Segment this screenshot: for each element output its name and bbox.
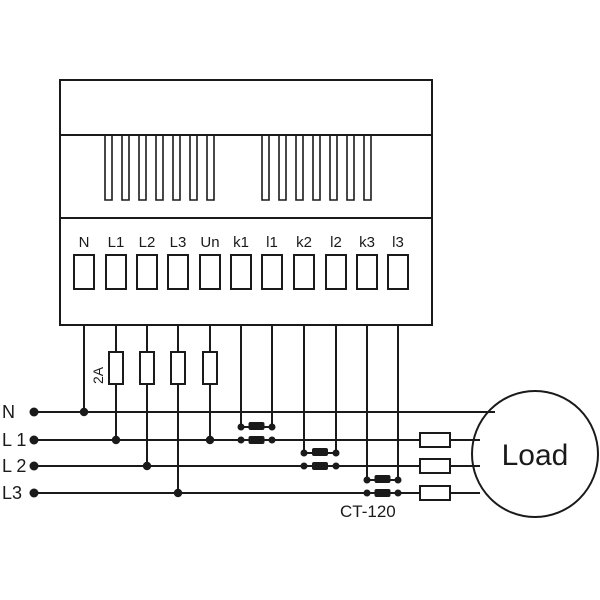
terminal-label-5: k1 bbox=[233, 234, 249, 251]
terminal-label-6: l1 bbox=[266, 234, 278, 251]
voltage-fuse-0 bbox=[108, 351, 124, 385]
ct-primary-dot-a-2 bbox=[363, 489, 371, 497]
vent-slot-1-6 bbox=[363, 136, 372, 201]
terminal-block-9 bbox=[356, 254, 378, 290]
ct-core-top-1 bbox=[312, 448, 328, 456]
terminal-label-1: L1 bbox=[108, 234, 125, 251]
ct-model-label: CT-120 bbox=[340, 502, 396, 521]
voltage-fuse-2 bbox=[170, 351, 186, 385]
terminal-block-5 bbox=[230, 254, 252, 290]
terminal-label-3: L3 bbox=[170, 234, 187, 251]
ct-core-top-0 bbox=[248, 422, 265, 430]
ct-core-bottom-2 bbox=[374, 489, 391, 497]
junction-dot-0 bbox=[79, 407, 89, 417]
ct-primary-dot-a-1 bbox=[300, 462, 308, 470]
voltage-fuse-3 bbox=[202, 351, 218, 385]
supply-terminal-dot-1 bbox=[29, 435, 39, 445]
terminal-block-1 bbox=[105, 254, 127, 290]
junction-dot-4 bbox=[205, 435, 215, 445]
meter-body bbox=[59, 79, 433, 326]
vent-slot-1-1 bbox=[278, 136, 287, 201]
line-labels: N L 1 L 2 L3 bbox=[2, 402, 26, 503]
vent-slot-1-5 bbox=[346, 136, 355, 201]
line-label-2: L 2 bbox=[2, 456, 26, 476]
vent-slot-1-2 bbox=[295, 136, 304, 201]
junction-dot-1 bbox=[111, 435, 121, 445]
vent-slot-1-4 bbox=[329, 136, 338, 201]
terminal-label-8: l2 bbox=[330, 234, 342, 251]
ct-core-bottom-1 bbox=[312, 462, 328, 470]
ct-primary-dot-b-1 bbox=[332, 462, 340, 470]
vent-slot-0-2 bbox=[138, 136, 147, 201]
vent-slot-1-3 bbox=[312, 136, 321, 201]
terminal-label-9: k3 bbox=[359, 234, 375, 251]
ct-core-bottom-0 bbox=[248, 436, 265, 444]
supply-terminal-dot-2 bbox=[29, 461, 39, 471]
ct-primary-dot-b-2 bbox=[394, 489, 402, 497]
supply-terminal-dot-3 bbox=[29, 488, 39, 498]
meter-housing: N L1 L2 L3 Un k1 l1 k2 l2 k3 l3 bbox=[59, 79, 433, 326]
vent-slot-0-5 bbox=[189, 136, 198, 201]
vent-slot-0-6 bbox=[206, 136, 215, 201]
vent-slot-0-3 bbox=[155, 136, 164, 201]
terminal-block-0 bbox=[73, 254, 95, 290]
supply-terminal-dot-0 bbox=[29, 407, 39, 417]
vent-slots bbox=[104, 136, 372, 201]
vent-slot-0-4 bbox=[172, 136, 181, 201]
terminal-block-10 bbox=[387, 254, 409, 290]
vent-slot-0-1 bbox=[121, 136, 130, 201]
voltage-fuse-1 bbox=[139, 351, 155, 385]
load-fuse-2 bbox=[419, 485, 451, 501]
load-circle bbox=[471, 390, 599, 518]
terminal-label-10: l3 bbox=[392, 234, 404, 251]
ct-primary-dot-b-0 bbox=[268, 436, 276, 444]
load-label: Load bbox=[502, 439, 569, 472]
junction-dot-3 bbox=[173, 488, 183, 498]
line-label-3: L3 bbox=[2, 483, 22, 503]
terminal-block-4 bbox=[199, 254, 221, 290]
vent-slot-0-0 bbox=[104, 136, 113, 201]
terminal-block-3 bbox=[167, 254, 189, 290]
terminal-block-8 bbox=[325, 254, 347, 290]
terminal-block-6 bbox=[261, 254, 283, 290]
line-label-1: L 1 bbox=[2, 430, 26, 450]
terminal-label-7: k2 bbox=[296, 234, 312, 251]
fuse-rating-label: 2A bbox=[90, 366, 106, 384]
terminal-block-7 bbox=[293, 254, 315, 290]
terminal-label-0: N bbox=[79, 234, 90, 251]
ct-core-top-2 bbox=[374, 475, 391, 483]
load-fuse-0 bbox=[419, 432, 451, 448]
wiring bbox=[29, 325, 495, 501]
terminal-labels: N L1 L2 L3 Un k1 l1 k2 l2 k3 l3 bbox=[79, 234, 404, 251]
load: Load bbox=[471, 390, 599, 518]
line-label-0: N bbox=[2, 402, 15, 422]
terminal-label-4: Un bbox=[200, 234, 219, 251]
terminal-blocks bbox=[73, 254, 409, 290]
ct-primary-dot-a-0 bbox=[237, 436, 245, 444]
junction-dot-2 bbox=[142, 461, 152, 471]
vent-slot-1-0 bbox=[261, 136, 270, 201]
load-fuse-1 bbox=[419, 458, 451, 474]
terminal-block-2 bbox=[136, 254, 158, 290]
terminal-label-2: L2 bbox=[139, 234, 156, 251]
